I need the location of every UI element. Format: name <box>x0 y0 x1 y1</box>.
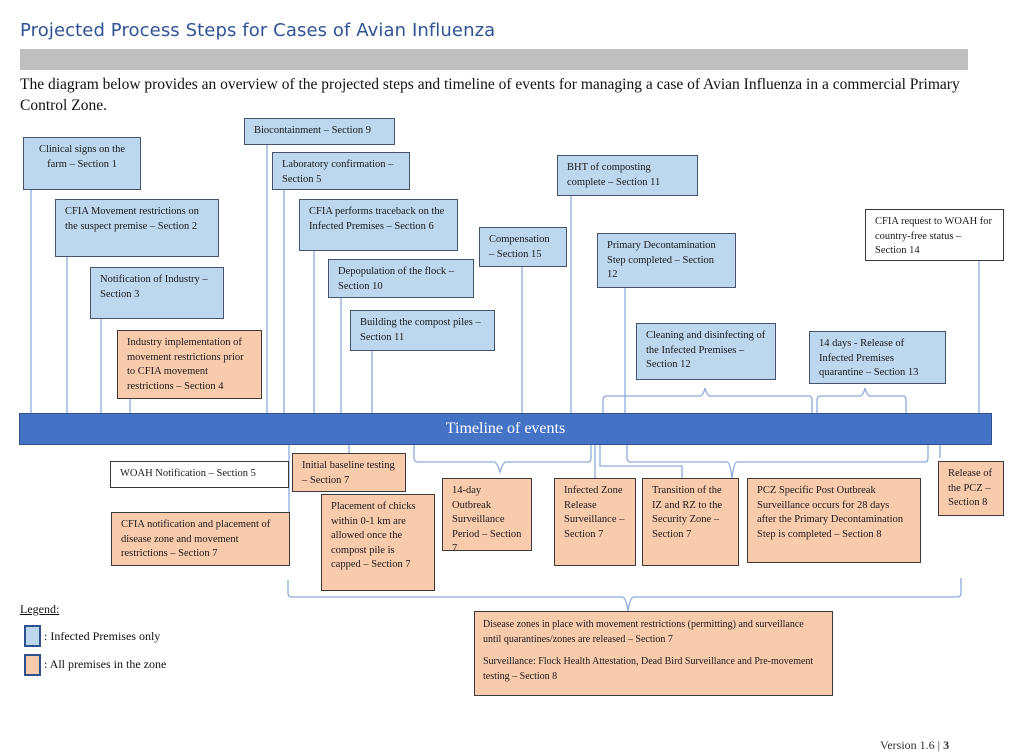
box-compost-piles: Building the compost piles – Section 11 <box>350 310 495 351</box>
box-industry-implementation: Industry implementation of movement rest… <box>117 330 262 399</box>
legend-swatch-infected <box>24 625 41 647</box>
timeline-bar: Timeline of events <box>19 413 992 445</box>
page-number: 3 <box>943 738 950 752</box>
summary-line-zones: Disease zones in place with movement res… <box>483 619 804 645</box>
legend-label-all: : All premises in the zone <box>44 657 167 671</box>
summary-line-surveillance: Surveillance: Flock Health Attestation, … <box>483 656 814 682</box>
intro-paragraph: The diagram below provides an overview o… <box>20 76 960 114</box>
box-compensation: Compensation – Section 15 <box>479 227 567 267</box>
header-band <box>20 49 968 70</box>
legend-title: Legend: <box>20 602 60 616</box>
box-disease-zones-summary: Disease zones in place with movement res… <box>474 611 833 696</box>
box-depopulation: Depopulation of the flock – Section 10 <box>328 259 474 298</box>
brace-release-ip <box>816 387 907 413</box>
box-lab-confirmation: Laboratory confirmation – Section 5 <box>272 152 410 190</box>
box-primary-decontamination: Primary Decontamination Step completed –… <box>597 233 736 288</box>
brace-cleaning <box>602 387 813 413</box>
box-outbreak-surveillance: 14-day Outbreak Surveillance Period – Se… <box>442 478 532 554</box>
brace-outbreak <box>413 445 592 475</box>
box-traceback: CFIA performs traceback on the Infected … <box>299 199 458 251</box>
box-release-ip-quarantine: 14 days - Release of Infected Premises q… <box>809 331 946 384</box>
box-iz-release: Infected Zone Release Surveillance – Sec… <box>554 478 636 566</box>
brace-pcz <box>626 445 929 479</box>
legend-swatch-all <box>24 654 41 676</box>
box-biocontainment: Biocontainment – Section 9 <box>244 118 395 145</box>
connector-iz-rz <box>599 445 683 478</box>
box-baseline-testing: Initial baseline testing – Section 7 <box>292 453 406 492</box>
legend-label-infected: : Infected Premises only <box>44 629 161 643</box>
box-cleaning-disinfecting: Cleaning and disinfecting of the Infecte… <box>636 323 776 380</box>
box-pcz-post-outbreak: PCZ Specific Post Outbreak Surveillance … <box>747 478 921 563</box>
box-notification-industry: Notification of Industry – Section 3 <box>90 267 224 319</box>
box-release-pcz: Release of the PCZ – Section 8 <box>938 461 1004 516</box>
box-clinical-signs: Clinical signs on the farm – Section 1 <box>23 137 141 190</box>
page-title: Projected Process Steps for Cases of Avi… <box>20 20 496 41</box>
box-placement-chicks: Placement of chicks within 0-1 km are al… <box>321 494 435 591</box>
box-cfia-notification-zone: CFIA notification and placement of disea… <box>111 512 290 566</box>
box-bht-composting: BHT of composting complete – Section 11 <box>557 155 698 196</box>
footer-version: Version 1.6 | <box>880 738 944 752</box>
box-iz-rz-transition: Transition of the IZ and RZ to the Secur… <box>642 478 739 566</box>
box-woah-notification: WOAH Notification – Section 5 <box>110 461 289 488</box>
box-cfia-movement-restrictions: CFIA Movement restrictions on the suspec… <box>55 199 219 257</box>
page-footer: Version 1.6 | 3 <box>880 738 949 753</box>
box-woah-country-free: CFIA request to WOAH for country-free st… <box>865 209 1004 261</box>
